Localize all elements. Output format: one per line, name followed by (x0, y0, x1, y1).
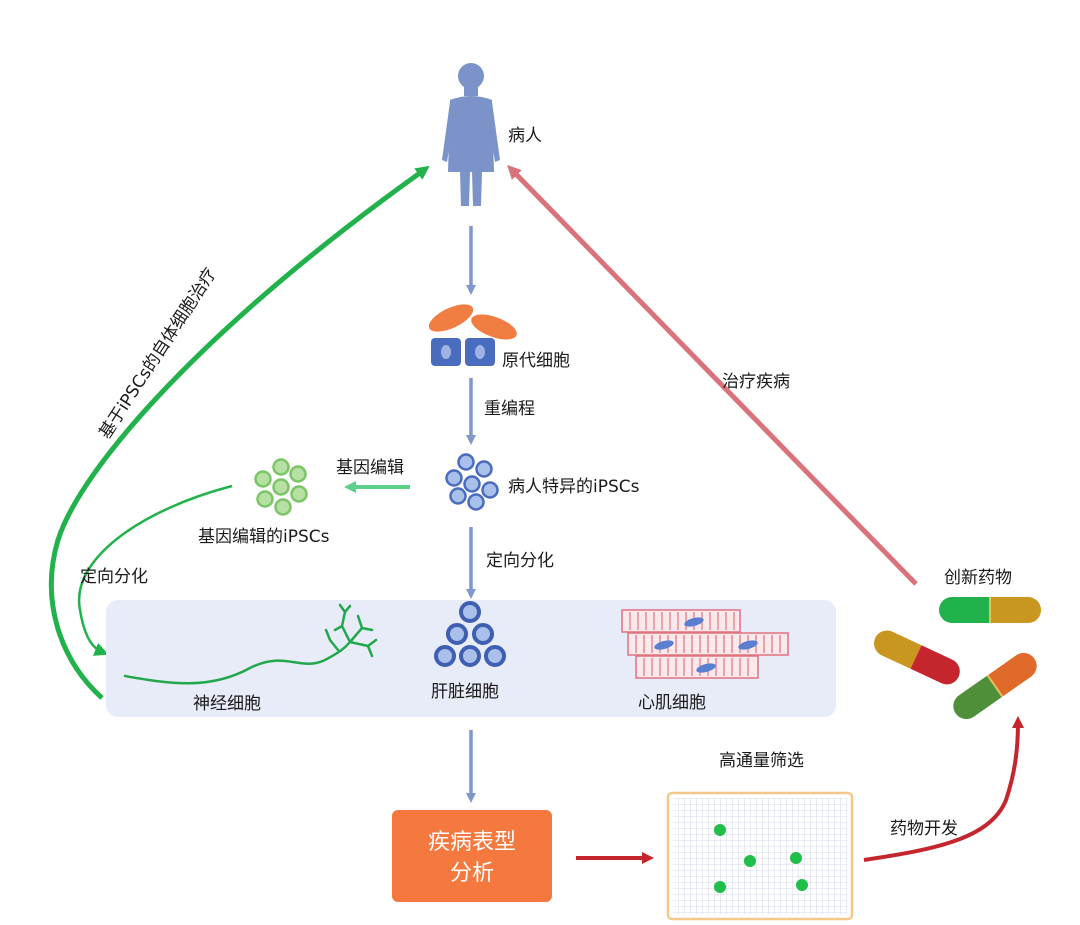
directed-diff-center-label: 定向分化 (486, 551, 554, 571)
disease-phenotype-line1: 疾病表型 (428, 830, 516, 855)
new-drugs-label: 创新药物 (944, 568, 1012, 588)
hepatocyte-icon (434, 601, 506, 667)
patient-label: 病人 (508, 126, 542, 146)
cardiomyocyte-label: 心肌细胞 (638, 693, 706, 713)
human-figure-icon (442, 63, 500, 206)
disease-phenotype-box (392, 810, 552, 902)
primary-cells-icon (428, 304, 517, 366)
disease-phenotype-line2: 分析 (450, 861, 494, 886)
patient-ipscs-label: 病人特异的iPSCs (508, 477, 640, 497)
capsule-icon (873, 597, 1041, 720)
arrow-autologous-therapy (49, 165, 430, 700)
hts-label: 高通量筛选 (719, 751, 804, 771)
edited-ipsc-cluster-icon (254, 458, 308, 516)
arrow-edited-diff (77, 484, 233, 656)
primary-cells-label: 原代细胞 (502, 351, 570, 371)
treat-disease-label: 治疗疾病 (722, 372, 790, 392)
neuron-icon (123, 603, 378, 685)
neuron-label: 神经细胞 (193, 694, 261, 714)
drug-dev-label: 药物开发 (890, 819, 958, 839)
cardiomyocyte-icon (621, 609, 789, 679)
edited-ipscs-label: 基因编辑的iPSCs (198, 527, 330, 547)
arrow-treatment (507, 164, 918, 586)
ipsc-cluster-icon (445, 453, 499, 511)
directed-diff-left-label: 定向分化 (80, 567, 148, 587)
screening-plate-icon (666, 791, 854, 921)
reprogramming-label: 重编程 (484, 399, 535, 419)
arrow-drug-dev (863, 716, 1024, 862)
hepatocyte-label: 肝脏细胞 (431, 682, 499, 702)
gene-editing-label: 基因编辑 (336, 458, 404, 478)
